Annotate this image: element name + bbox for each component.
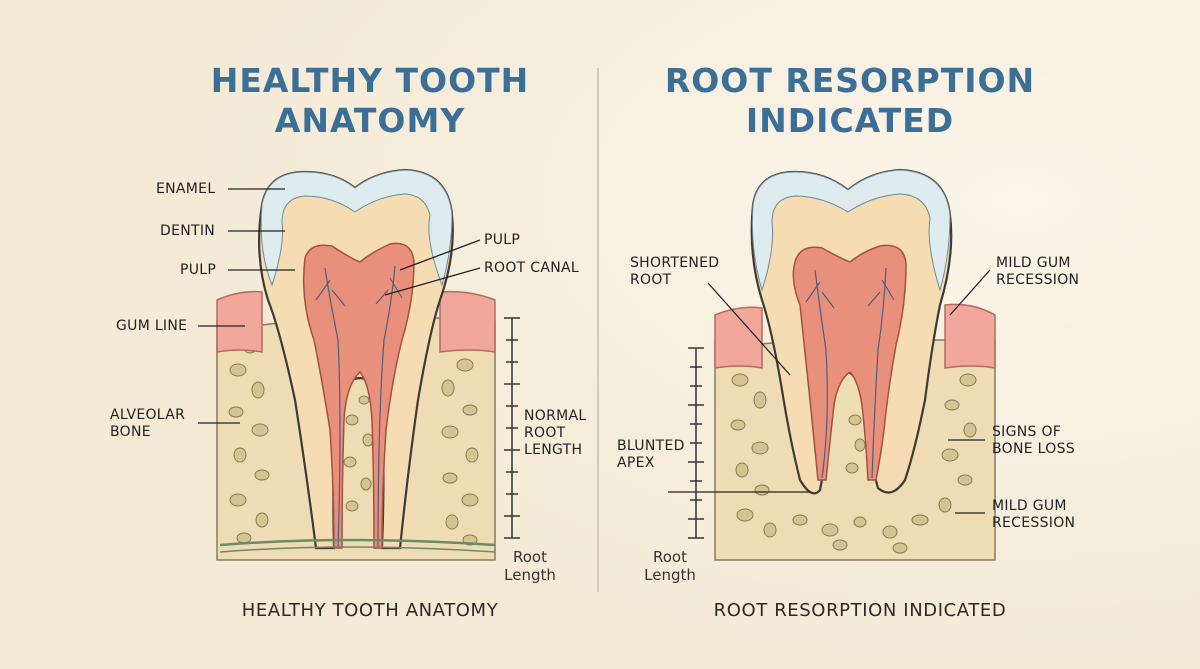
label-mild-gum-recession-top: MILD GUM RECESSION bbox=[996, 255, 1080, 288]
right-panel-caption: ROOT RESORPTION INDICATED bbox=[713, 600, 1007, 621]
resorption-tooth-illustration bbox=[714, 168, 996, 561]
healthy-gum-right bbox=[439, 290, 496, 353]
label-enamel: ENAMEL bbox=[156, 181, 216, 197]
label-signs-of-bone-loss: SIGNS OF BONE LOSS bbox=[992, 424, 1075, 457]
label-alveolar-bone: ALVEOLAR BONE bbox=[110, 407, 186, 440]
resorption-nerve-lines bbox=[805, 267, 895, 479]
right-root-length-ruler bbox=[688, 347, 704, 539]
healthy-bone-pores bbox=[228, 339, 479, 546]
left-root-length-ruler bbox=[504, 317, 520, 539]
healthy-base-band-2 bbox=[219, 546, 496, 553]
label-mild-gum-recession-bottom: MILD GUM RECESSION bbox=[992, 498, 1076, 531]
healthy-gum bbox=[216, 290, 263, 353]
right-panel-title: ROOT RESORPTION INDICATED bbox=[664, 61, 1036, 140]
healthy-nerve-lines bbox=[315, 265, 403, 549]
healthy-pulp bbox=[302, 242, 415, 549]
label-root-canal: ROOT CANAL bbox=[484, 260, 579, 276]
left-leader-lines bbox=[198, 188, 481, 424]
left-panel-caption: HEALTHY TOOTH ANATOMY bbox=[241, 600, 499, 621]
resorption-gum-right bbox=[944, 303, 996, 369]
resorption-enamel bbox=[751, 169, 951, 292]
label-dentin: DENTIN bbox=[160, 223, 216, 239]
right-ruler-label: Root Length bbox=[644, 548, 696, 584]
left-panel-title: HEALTHY TOOTH ANATOMY bbox=[210, 61, 530, 140]
left-ruler-label: Root Length bbox=[504, 548, 556, 584]
label-blunted-apex: BLUNTED APEX bbox=[617, 438, 685, 471]
label-pulp-left: PULP bbox=[180, 262, 217, 278]
resorption-pulp bbox=[792, 244, 907, 481]
healthy-enamel bbox=[260, 169, 453, 287]
label-shortened-root: SHORTENED ROOT bbox=[630, 255, 720, 288]
label-gum-line: GUM LINE bbox=[116, 318, 188, 334]
healthy-tooth-illustration bbox=[216, 168, 496, 561]
label-pulp-right: PULP bbox=[484, 232, 521, 248]
healthy-base-band bbox=[219, 538, 496, 547]
label-normal-root-length: NORMAL ROOT LENGTH bbox=[524, 408, 587, 458]
right-leader-lines bbox=[668, 269, 991, 514]
